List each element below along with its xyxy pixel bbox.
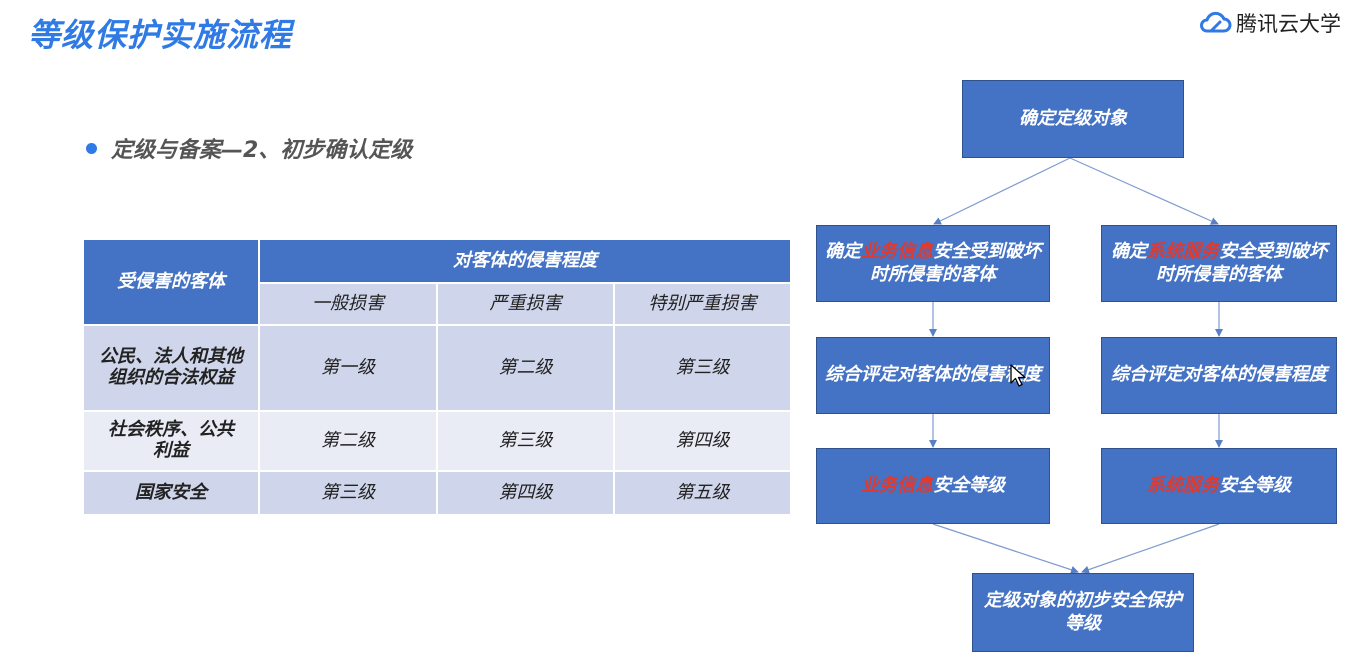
level-cell: 第三级 bbox=[258, 470, 438, 516]
brand-name: 腾讯云大学 bbox=[1236, 12, 1341, 36]
node-left-identify: 确定业务信息安全受到破坏时所侵害的客体 bbox=[816, 225, 1050, 302]
arrow-top-to-right bbox=[1069, 157, 1219, 225]
degree-serious: 严重损害 bbox=[436, 282, 615, 326]
level-cell: 第二级 bbox=[436, 324, 615, 412]
header-object: 受侵害的客体 bbox=[82, 238, 260, 326]
table-row: 公民、法人和其他组织的合法权益 第一级 第二级 第三级 bbox=[82, 324, 793, 412]
node-label: 定级对象的初步安全保护等级 bbox=[984, 590, 1182, 634]
level-cell: 第五级 bbox=[612, 470, 793, 516]
table-row: 国家安全 第三级 第四级 第五级 bbox=[82, 470, 793, 516]
label-prefix: 确定 bbox=[825, 241, 861, 262]
node-label: 确定定级对象 bbox=[1019, 107, 1127, 129]
arrow-right-level-to-bottom bbox=[1081, 523, 1220, 574]
level-cell: 第四级 bbox=[436, 470, 615, 516]
label-suffix: 安全等级 bbox=[933, 474, 1005, 496]
node-initial-level: 定级对象的初步安全保护等级 bbox=[972, 573, 1194, 652]
label-highlight: 业务信息 bbox=[861, 474, 933, 496]
level-cell: 第二级 bbox=[258, 410, 438, 472]
arrow-top-to-left bbox=[933, 157, 1071, 225]
node-label: 综合评定对客体的侵害程度 bbox=[1111, 364, 1327, 386]
row-object: 公民、法人和其他组织的合法权益 bbox=[82, 324, 260, 412]
label-suffix: 安全受到破坏时所侵害的客体 bbox=[870, 241, 1041, 285]
mouse-cursor-icon bbox=[1010, 364, 1026, 387]
node-right-level: 系统服务安全等级 bbox=[1101, 448, 1337, 524]
grading-table: 受侵害的客体 对客体的侵害程度 一般损害 严重损害 特别严重损害 公民、法人和其… bbox=[82, 238, 793, 516]
level-cell: 第三级 bbox=[612, 324, 793, 412]
node-right-assess: 综合评定对客体的侵害程度 bbox=[1101, 337, 1337, 414]
level-cell: 第一级 bbox=[258, 324, 438, 412]
label-suffix: 安全等级 bbox=[1219, 474, 1291, 496]
row-object: 社会秩序、公共利益 bbox=[82, 410, 260, 472]
table-row: 社会秩序、公共利益 第二级 第三级 第四级 bbox=[82, 410, 793, 472]
degree-extreme: 特别严重损害 bbox=[612, 282, 793, 326]
bullet-point: 定级与备案—2、初步确认定级 bbox=[86, 132, 412, 164]
node-label: 业务信息安全等级 bbox=[861, 475, 1005, 498]
node-right-identify: 确定系统服务安全受到破坏时所侵害的客体 bbox=[1101, 225, 1337, 302]
degree-general: 一般损害 bbox=[258, 282, 438, 326]
page-title: 等级保护实施流程 bbox=[28, 16, 293, 54]
label-highlight: 业务信息 bbox=[861, 241, 933, 262]
bullet-dot bbox=[86, 142, 97, 154]
label-suffix: 安全受到破坏时所侵害的客体 bbox=[1156, 241, 1327, 285]
label-prefix: 确定 bbox=[1111, 241, 1147, 262]
node-label: 确定业务信息安全受到破坏时所侵害的客体 bbox=[823, 241, 1043, 286]
bullet-text: 定级与备案—2、初步确认定级 bbox=[111, 138, 413, 163]
node-left-level: 业务信息安全等级 bbox=[816, 448, 1050, 524]
row-object: 国家安全 bbox=[82, 470, 260, 516]
node-label: 综合评定对客体的侵害程度 bbox=[825, 364, 1041, 386]
arrow-left-level-to-bottom bbox=[932, 523, 1079, 574]
brand: 腾讯云大学 bbox=[1198, 8, 1341, 38]
node-label: 确定系统服务安全受到破坏时所侵害的客体 bbox=[1108, 241, 1330, 286]
level-cell: 第四级 bbox=[612, 410, 793, 472]
level-cell: 第三级 bbox=[436, 410, 615, 472]
cloud-logo-icon bbox=[1200, 11, 1232, 33]
node-label: 系统服务安全等级 bbox=[1147, 475, 1291, 498]
label-highlight: 系统服务 bbox=[1147, 241, 1219, 262]
node-determine-object: 确定定级对象 bbox=[962, 80, 1184, 158]
header-degree: 对客体的侵害程度 bbox=[257, 238, 793, 284]
label-highlight: 系统服务 bbox=[1147, 474, 1219, 496]
